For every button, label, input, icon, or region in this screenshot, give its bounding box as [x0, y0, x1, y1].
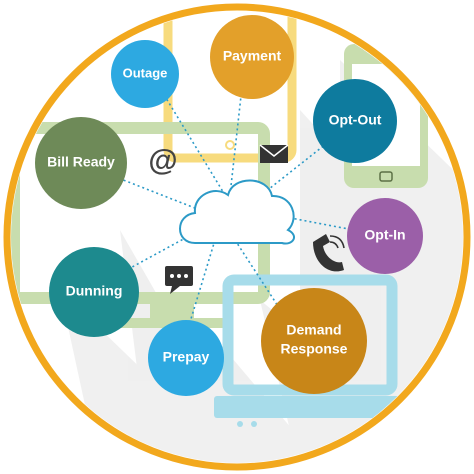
node-opt-out-label: Opt-Out [329, 112, 382, 128]
node-demand-response: Demand Response [261, 288, 367, 394]
node-demand-response-label-line2: Response [281, 341, 348, 357]
node-dunning-label: Dunning [66, 283, 123, 299]
envelope-icon [259, 144, 289, 163]
node-opt-in: Opt-In [347, 198, 423, 274]
node-outage-label: Outage [123, 65, 168, 80]
node-payment: Payment [210, 15, 294, 99]
email-at-icon: @ [148, 144, 177, 177]
node-opt-in-label: Opt-In [364, 227, 405, 243]
node-dunning: Dunning [49, 247, 139, 337]
node-prepay-label: Prepay [163, 349, 210, 365]
node-bill-ready: Bill Ready [35, 117, 127, 209]
chat-bubble-icon [165, 266, 193, 294]
node-prepay: Prepay [148, 320, 224, 396]
phone-icon [313, 234, 345, 272]
node-bill-ready-label: Bill Ready [47, 154, 115, 170]
node-opt-out: Opt-Out [313, 79, 397, 163]
cloud-icon [179, 179, 295, 245]
node-payment-label: Payment [223, 48, 282, 64]
node-outage: Outage [111, 40, 179, 108]
node-demand-response-label-line1: Demand [286, 322, 341, 338]
